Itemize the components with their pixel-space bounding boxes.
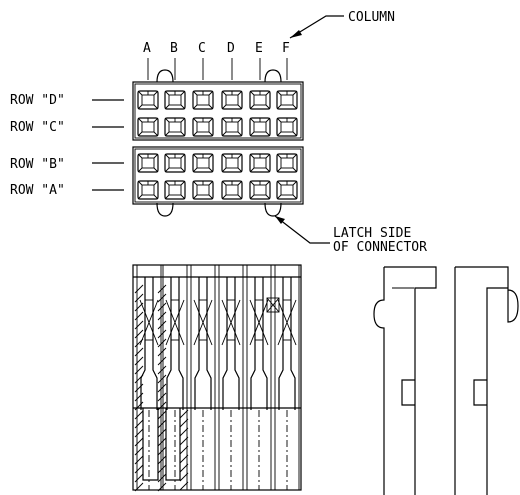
connector-section-view: [132, 264, 302, 492]
column-letter-a: A: [143, 41, 151, 56]
latch-side-callout: LATCH SIDE OF CONNECTOR: [274, 215, 427, 255]
column-letter-b: B: [170, 41, 178, 56]
connector-side-view-right: [454, 266, 519, 495]
contact-cavity-b4: [221, 153, 243, 173]
contact-cavity-b5: [249, 153, 271, 173]
column-ticks: [147, 58, 288, 80]
row-labels: ROW "D" ROW "C" ROW "B" ROW "A": [10, 93, 124, 198]
row-label-b: ROW "B": [10, 157, 65, 172]
contact-cavity-d2: [164, 90, 186, 110]
contact-cavity-a2: [164, 180, 186, 200]
column-letters: A B C D E F: [143, 41, 290, 56]
column-letter-f: F: [282, 41, 290, 56]
contact-cavity-b1: [137, 153, 159, 173]
section-contact-4: [218, 265, 244, 490]
contact-cavity-c3: [192, 117, 214, 137]
contact-cavity-d1: [137, 90, 159, 110]
column-label: COLUMN: [348, 10, 395, 25]
latch-label-line2: OF CONNECTOR: [333, 240, 427, 255]
contact-cavity-c2: [164, 117, 186, 137]
contact-cavity-a4: [221, 180, 243, 200]
contact-cavity-a1: [137, 180, 159, 200]
section-hatching: [134, 284, 189, 492]
contact-cavity-c4: [221, 117, 243, 137]
contact-cavity-d4: [221, 90, 243, 110]
connector-top-view: [132, 69, 304, 217]
section-contact-6: [274, 265, 300, 490]
row-label-c: ROW "C": [10, 120, 65, 135]
contact-cavity-c1: [137, 117, 159, 137]
contact-cavity-d3: [192, 90, 214, 110]
contact-cavity-b3: [192, 153, 214, 173]
contact-cavity-b2: [164, 153, 186, 173]
contact-cavity-d5: [249, 90, 271, 110]
contact-cavity-c5: [249, 117, 271, 137]
section-contact-5: [246, 265, 272, 490]
row-label-d: ROW "D": [10, 93, 65, 108]
column-letter-e: E: [255, 41, 263, 56]
column-letter-d: D: [227, 41, 235, 56]
column-callout: COLUMN: [289, 10, 395, 39]
section-contact-2: [162, 265, 188, 490]
contact-cavity-d6: [276, 90, 298, 110]
contact-cavity-b6: [276, 153, 298, 173]
latch-label-line1: LATCH SIDE: [333, 226, 411, 241]
contact-cavity-a5: [249, 180, 271, 200]
section-contact-3: [190, 265, 216, 490]
contact-cavity-c6: [276, 117, 298, 137]
row-label-a: ROW "A": [10, 183, 65, 198]
column-letter-c: C: [198, 41, 206, 56]
connector-side-view-left: [373, 266, 437, 495]
contact-cavity-a3: [192, 180, 214, 200]
contact-cavity-a6: [276, 180, 298, 200]
